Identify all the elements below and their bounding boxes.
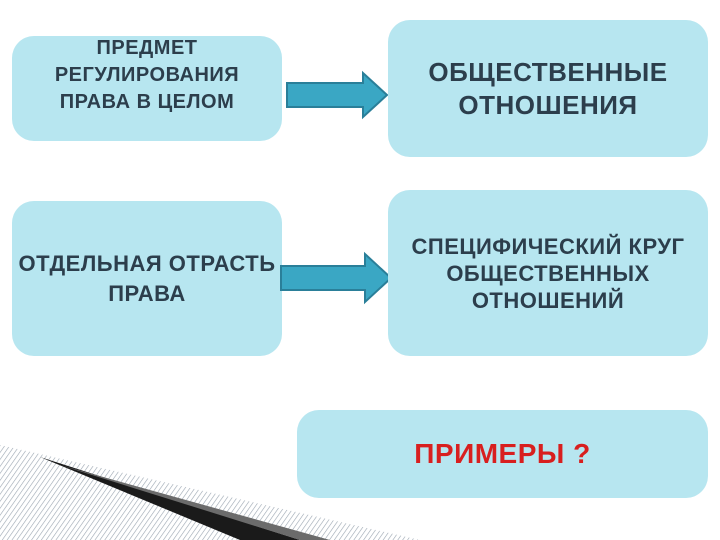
- social-relations-text: ОБЩЕСТВЕННЫЕ ОТНОШЕНИЯ: [428, 56, 668, 120]
- right-arrow-icon: [286, 70, 389, 120]
- subject-regulation-box: ПРЕДМЕТ РЕГУЛИРОВАНИЯ ПРАВА В ЦЕЛОМ: [12, 36, 282, 141]
- examples-box: ПРИМЕРЫ ?: [297, 410, 708, 498]
- examples-text: ПРИМЕРЫ ?: [414, 438, 591, 469]
- separate-branch-box: ОТДЕЛЬНАЯ ОТРАСТЬ ПРАВА: [12, 201, 282, 356]
- right-arrow-icon: [280, 251, 393, 305]
- specific-relations-box: СПЕЦИФИЧЕСКИЙ КРУГ ОБЩЕСТВЕННЫХ ОТНОШЕНИ…: [388, 190, 708, 356]
- subject-regulation-text: ПРЕДМЕТ РЕГУЛИРОВАНИЯ ПРАВА В ЦЕЛОМ: [54, 37, 240, 113]
- decorative-stripes: [0, 445, 420, 540]
- separate-branch-text: ОТДЕЛЬНАЯ ОТРАСТЬ ПРАВА: [18, 250, 276, 306]
- specific-relations-text: СПЕЦИФИЧЕСКИЙ КРУГ ОБЩЕСТВЕННЫХ ОТНОШЕНИ…: [411, 233, 685, 313]
- social-relations-box: ОБЩЕСТВЕННЫЕ ОТНОШЕНИЯ: [388, 20, 708, 157]
